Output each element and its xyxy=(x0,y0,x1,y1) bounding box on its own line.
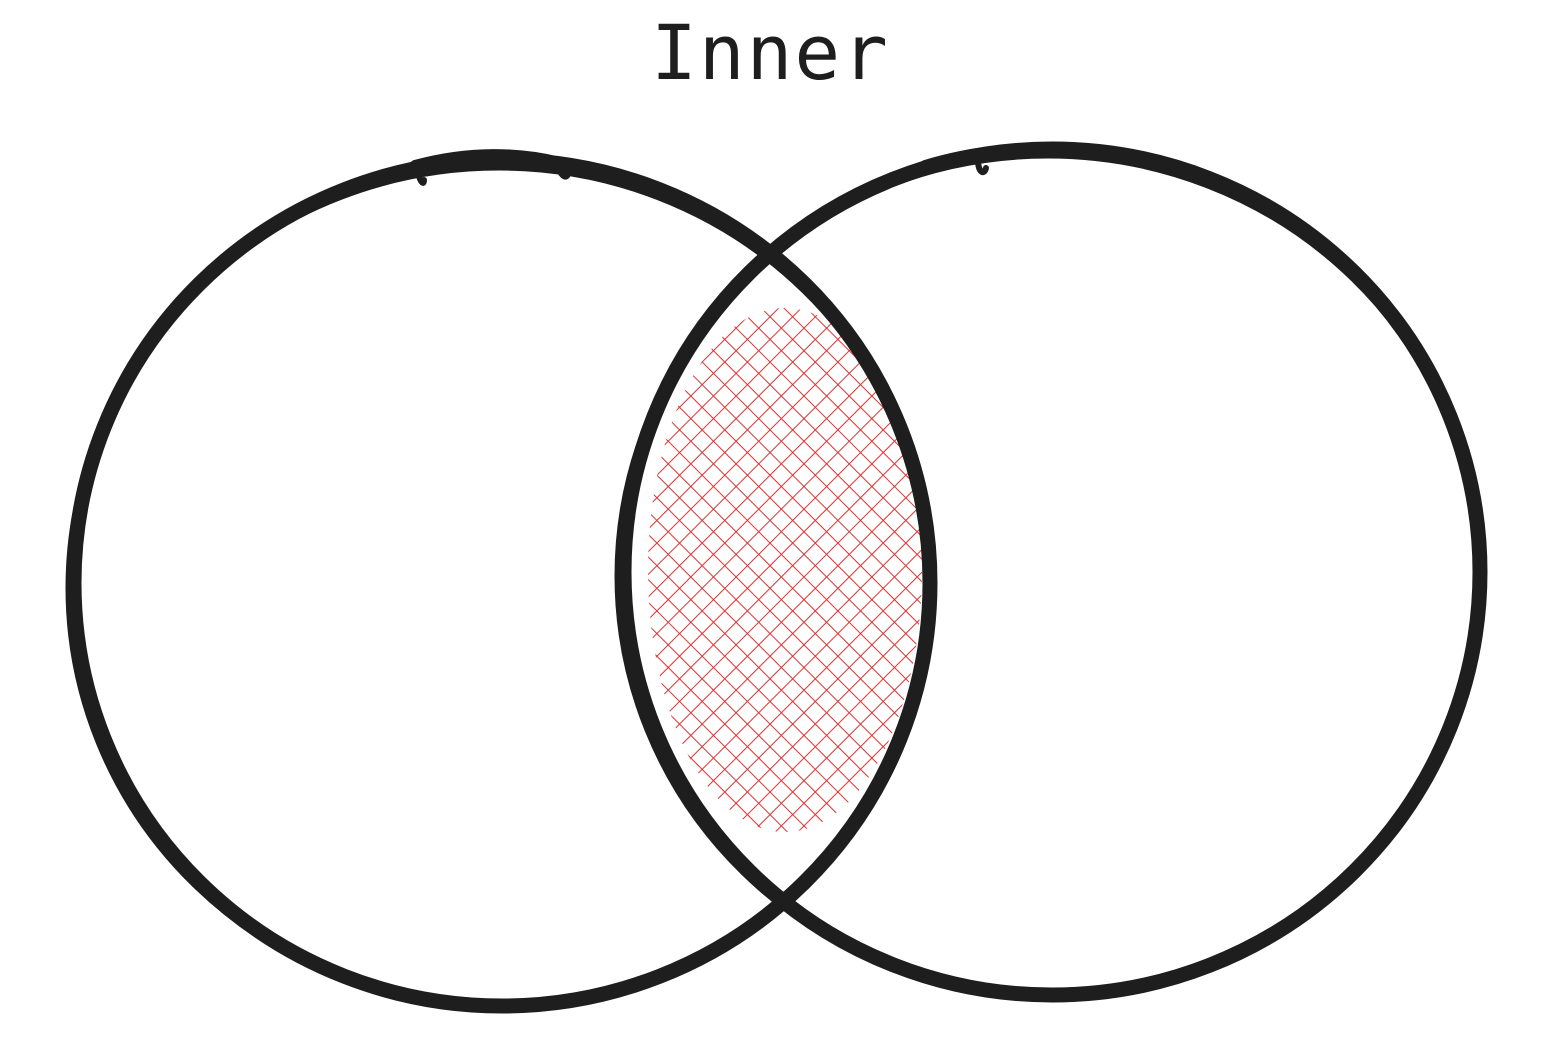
intersection-hatch xyxy=(648,308,922,832)
left-circle xyxy=(65,149,938,1014)
diagram-title: Inner xyxy=(651,8,890,97)
right-circle xyxy=(614,141,1488,1003)
